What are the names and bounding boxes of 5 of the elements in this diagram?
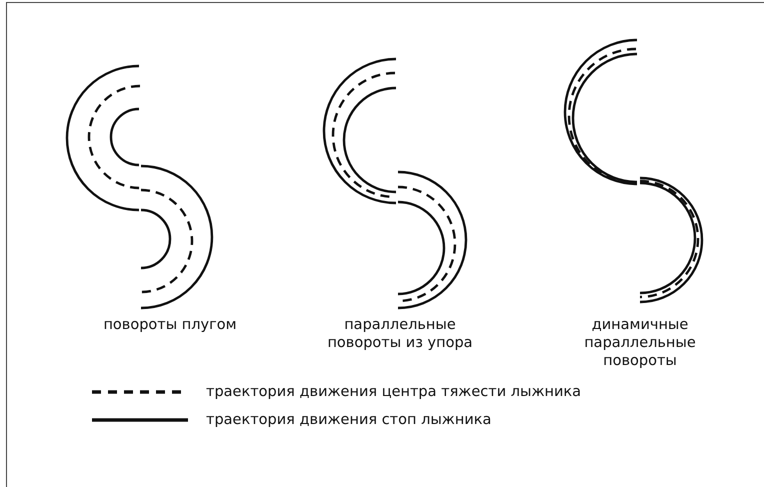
turn-caption: параллельные повороты из упора bbox=[326, 316, 474, 352]
legend-text: траектория движения стоп лыжника bbox=[206, 412, 492, 428]
turn-caption: повороты плугом bbox=[102, 316, 238, 334]
legend-text: траектория движения центра тяжести лыжника bbox=[206, 384, 582, 400]
turn-caption: динамичные параллельные повороты bbox=[583, 316, 697, 370]
